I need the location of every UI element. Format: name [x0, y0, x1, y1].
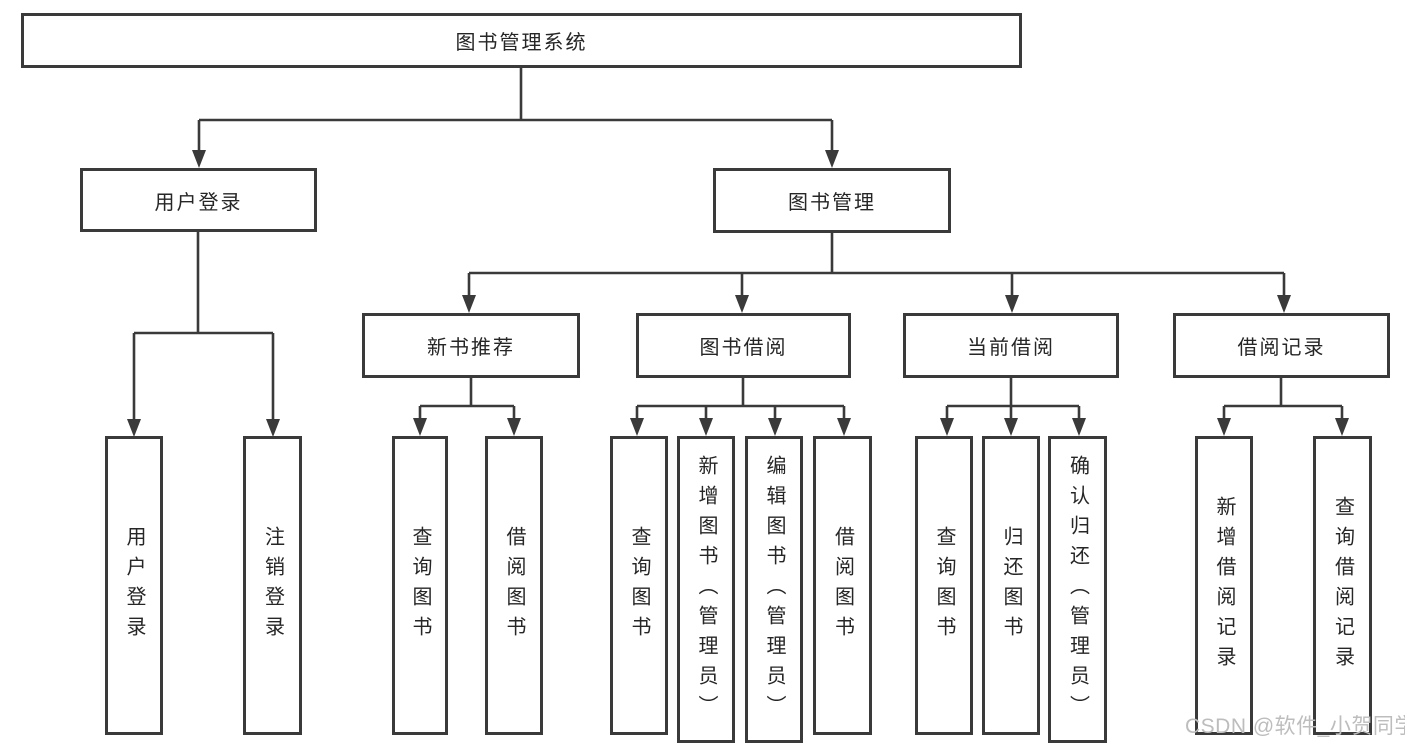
leaf-query-books-1: 查询图书 — [392, 436, 448, 735]
leaf-return-books: 归还图书 — [982, 436, 1040, 735]
leaf-add-books-admin: 新增图书（管理员） — [677, 436, 735, 743]
node-book-borrowing: 图书借阅 — [636, 313, 851, 378]
node-current-borrowing: 当前借阅 — [903, 313, 1119, 378]
node-new-book-recommend: 新书推荐 — [362, 313, 580, 378]
leaf-logout: 注销登录 — [243, 436, 302, 735]
node-root-system: 图书管理系统 — [21, 13, 1022, 68]
node-user-login: 用户登录 — [80, 168, 317, 232]
leaf-confirm-return-admin: 确认归还（管理员） — [1048, 436, 1107, 743]
leaf-add-borrow-record: 新增借阅记录 — [1195, 436, 1253, 735]
leaf-user-login: 用户登录 — [105, 436, 163, 735]
leaf-edit-books-admin: 编辑图书（管理员） — [745, 436, 803, 743]
leaf-borrow-books-2: 借阅图书 — [813, 436, 872, 735]
csdn-watermark: CSDN @软件_小贺同学 — [1185, 715, 1405, 738]
leaf-query-borrow-record: 查询借阅记录 — [1313, 436, 1372, 735]
node-book-management: 图书管理 — [713, 168, 951, 233]
leaf-borrow-books-1: 借阅图书 — [485, 436, 543, 735]
leaf-query-books-2: 查询图书 — [610, 436, 668, 735]
node-borrowing-records: 借阅记录 — [1173, 313, 1390, 378]
leaf-query-books-3: 查询图书 — [915, 436, 973, 735]
